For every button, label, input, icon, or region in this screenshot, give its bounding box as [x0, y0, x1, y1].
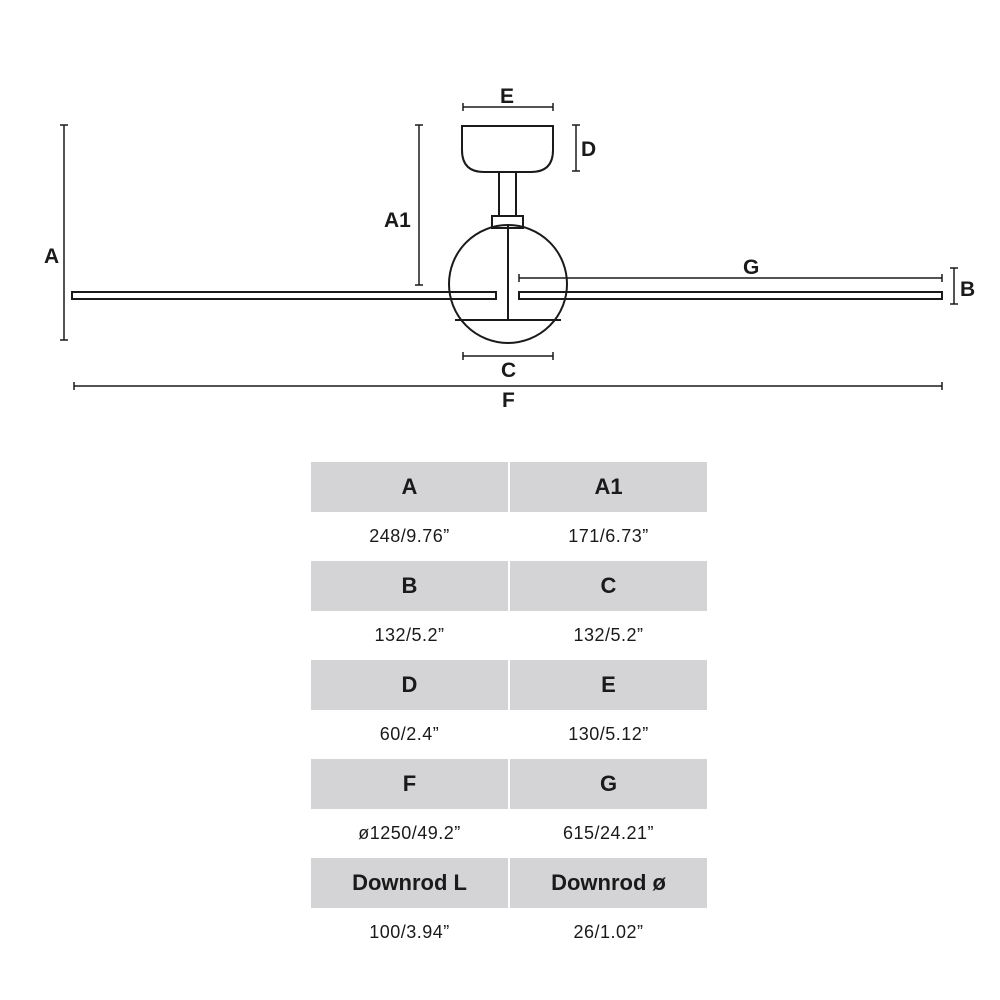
table-header-cell: B	[311, 561, 508, 611]
table-header-cell: G	[510, 759, 707, 809]
table-header-cell: Downrod L	[311, 858, 508, 908]
fan-dimension-diagram: A A1 E D G B C F	[44, 85, 975, 412]
table-header-cell: C	[510, 561, 707, 611]
table-value-cell: 171/6.73”	[568, 526, 649, 546]
table-header-cell: D	[311, 660, 508, 710]
table-value-row: 60/2.4” 130/5.12”	[311, 710, 707, 759]
table-value-row: 100/3.94” 26/1.02”	[311, 908, 707, 957]
table-header-cell: A1	[510, 462, 707, 512]
dimension-label-g: G	[743, 256, 759, 279]
table-value-row: 132/5.2” 132/5.2”	[311, 611, 707, 660]
right-blade	[518, 291, 943, 300]
left-blade	[71, 291, 497, 300]
dimension-label-f: F	[502, 389, 515, 412]
table-header-cell: F	[311, 759, 508, 809]
table-header-row: D E	[311, 660, 707, 710]
table-header-row: A A1	[311, 462, 707, 512]
motor-housing	[448, 224, 568, 344]
dimension-label-d: D	[581, 138, 596, 161]
dimensions-table: A A1 248/9.76” 171/6.73” B C 132/5.2” 13…	[311, 462, 707, 957]
dimension-label-b: B	[960, 278, 975, 301]
table-value-cell: 615/24.21”	[562, 823, 655, 843]
table-value-cell: 26/1.02”	[573, 922, 644, 942]
dimension-label-e: E	[500, 85, 514, 108]
table-value-cell: 60/2.4”	[379, 724, 440, 744]
table-value-cell: 100/3.94”	[369, 922, 450, 942]
canopy	[461, 125, 554, 173]
table-value-cell: 132/5.2”	[374, 625, 445, 645]
table-value-row: ø1250/49.2” 615/24.21”	[311, 809, 707, 858]
table-value-cell: 130/5.12”	[568, 724, 649, 744]
table-header-cell: A	[311, 462, 508, 512]
table-header-row: Downrod L Downrod ø	[311, 858, 707, 908]
dimension-label-a1: A1	[384, 209, 411, 232]
dimension-label-a: A	[44, 245, 59, 268]
table-value-cell: ø1250/49.2”	[358, 823, 461, 843]
table-value-cell: 248/9.76”	[369, 526, 450, 546]
table-header-cell: Downrod ø	[510, 858, 707, 908]
dimension-label-c: C	[501, 359, 516, 382]
table-value-row: 248/9.76” 171/6.73”	[311, 512, 707, 561]
table-value-cell: 132/5.2”	[573, 625, 644, 645]
downrod	[498, 171, 517, 217]
table-header-row: F G	[311, 759, 707, 809]
table-header-cell: E	[510, 660, 707, 710]
table-header-row: B C	[311, 561, 707, 611]
